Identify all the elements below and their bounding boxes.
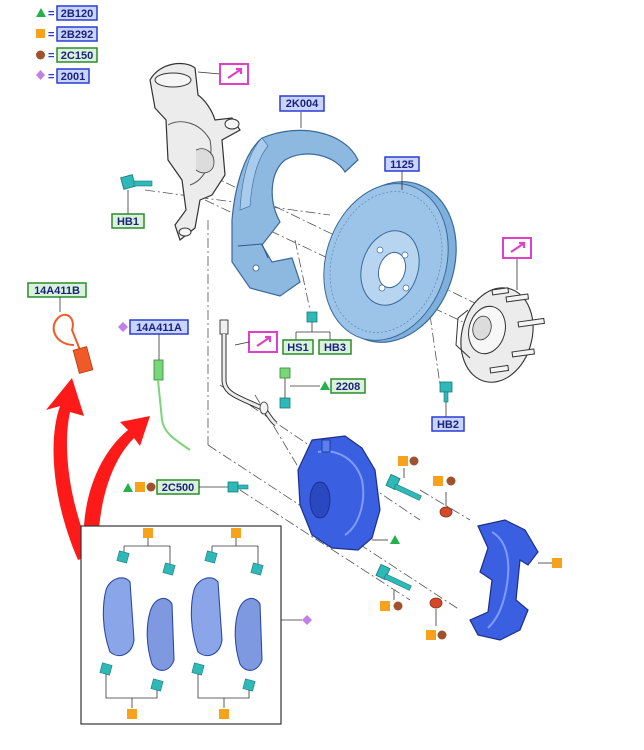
legend-code: 2C150 — [61, 50, 93, 62]
bolt-hb2: HB2 — [431, 381, 465, 432]
splash-shield: 2K004 — [231, 95, 359, 297]
legend-item-diamond: = 2001 — [36, 68, 90, 84]
legend-item-triangle: = 2B120 — [36, 5, 98, 21]
hose-reference-box[interactable] — [234, 331, 278, 353]
svg-text:=: = — [48, 71, 54, 83]
caliper-bolt-label: 2C500 — [162, 482, 194, 494]
svg-text:=: = — [48, 8, 54, 20]
diamond-icon — [118, 322, 128, 332]
wear-sensor-a: 14A411A — [118, 319, 191, 451]
square-icon — [398, 456, 408, 466]
sensor-b-label: 14A411B — [34, 285, 80, 297]
circle-icon — [446, 476, 456, 486]
square-icon — [219, 709, 229, 719]
brake-pad — [190, 577, 223, 657]
square-icon — [135, 482, 145, 492]
guide-bolt-upper — [385, 456, 456, 518]
square-icon — [127, 709, 137, 719]
caliper-bracket — [469, 519, 562, 641]
wear-sensor-b: 14A411B — [27, 282, 94, 374]
circle-icon — [146, 482, 156, 492]
guide-bolt-lower — [375, 563, 447, 640]
circle-icon — [437, 630, 447, 640]
triangle-icon — [390, 535, 400, 544]
square-icon — [426, 630, 436, 640]
svg-text:=: = — [48, 29, 54, 41]
hub-reference-box[interactable] — [502, 237, 532, 259]
triangle-icon — [123, 483, 133, 492]
legend-code: 2B120 — [61, 8, 93, 20]
brake-pad — [146, 597, 175, 671]
fitting-2208: 2208 — [279, 367, 366, 409]
square-icon — [36, 29, 45, 38]
brake-pad — [102, 577, 135, 657]
reference-arrow-icon — [510, 241, 526, 253]
square-icon — [433, 476, 443, 486]
triangle-icon — [36, 8, 46, 17]
knuckle-reference-box[interactable] — [219, 63, 249, 85]
sensor-a-label: 14A411A — [136, 322, 182, 334]
brake-hose — [219, 319, 278, 427]
caliper-bolt-2c500: 2C500 — [123, 479, 249, 495]
circle-icon — [409, 456, 419, 466]
circle-icon — [393, 601, 403, 611]
fastener-hs1-hb3: HS1 HB3 — [282, 311, 352, 355]
diamond-icon — [36, 70, 45, 80]
reference-arrow-icon — [256, 335, 272, 347]
brake-pad — [234, 597, 263, 671]
reference-arrow-icon — [227, 67, 243, 79]
svg-text:=: = — [48, 50, 54, 62]
wheel-hub — [455, 258, 546, 383]
hs1-label: HS1 — [287, 342, 308, 354]
square-icon — [380, 601, 390, 611]
triangle-icon — [320, 381, 330, 390]
steering-knuckle — [149, 62, 241, 242]
legend-code: 2001 — [61, 71, 85, 83]
shield-label: 2K004 — [286, 98, 319, 110]
hb3-label: HB3 — [324, 342, 346, 354]
square-icon — [231, 528, 241, 538]
bolt-hb2-label: HB2 — [437, 419, 459, 431]
bolt-hb1-label: HB1 — [117, 216, 139, 228]
bolt-hb1: HB1 — [111, 174, 153, 229]
square-icon — [552, 558, 562, 568]
square-icon — [143, 528, 153, 538]
legend: = 2B120 = 2B292 = 2C150 = 2001 — [36, 5, 98, 84]
fitting-label: 2208 — [336, 381, 360, 393]
pad-kit-box — [80, 525, 312, 725]
circle-icon — [36, 50, 45, 60]
disc-label: 1125 — [390, 159, 414, 171]
legend-code: 2B292 — [61, 29, 93, 41]
legend-item-circle: = 2C150 — [36, 47, 98, 63]
legend-item-square: = 2B292 — [36, 26, 98, 42]
brake-disc: 1125 — [323, 156, 457, 343]
arrow-up-icon — [46, 378, 92, 560]
brake-caliper — [297, 435, 400, 551]
diamond-icon — [302, 615, 312, 625]
